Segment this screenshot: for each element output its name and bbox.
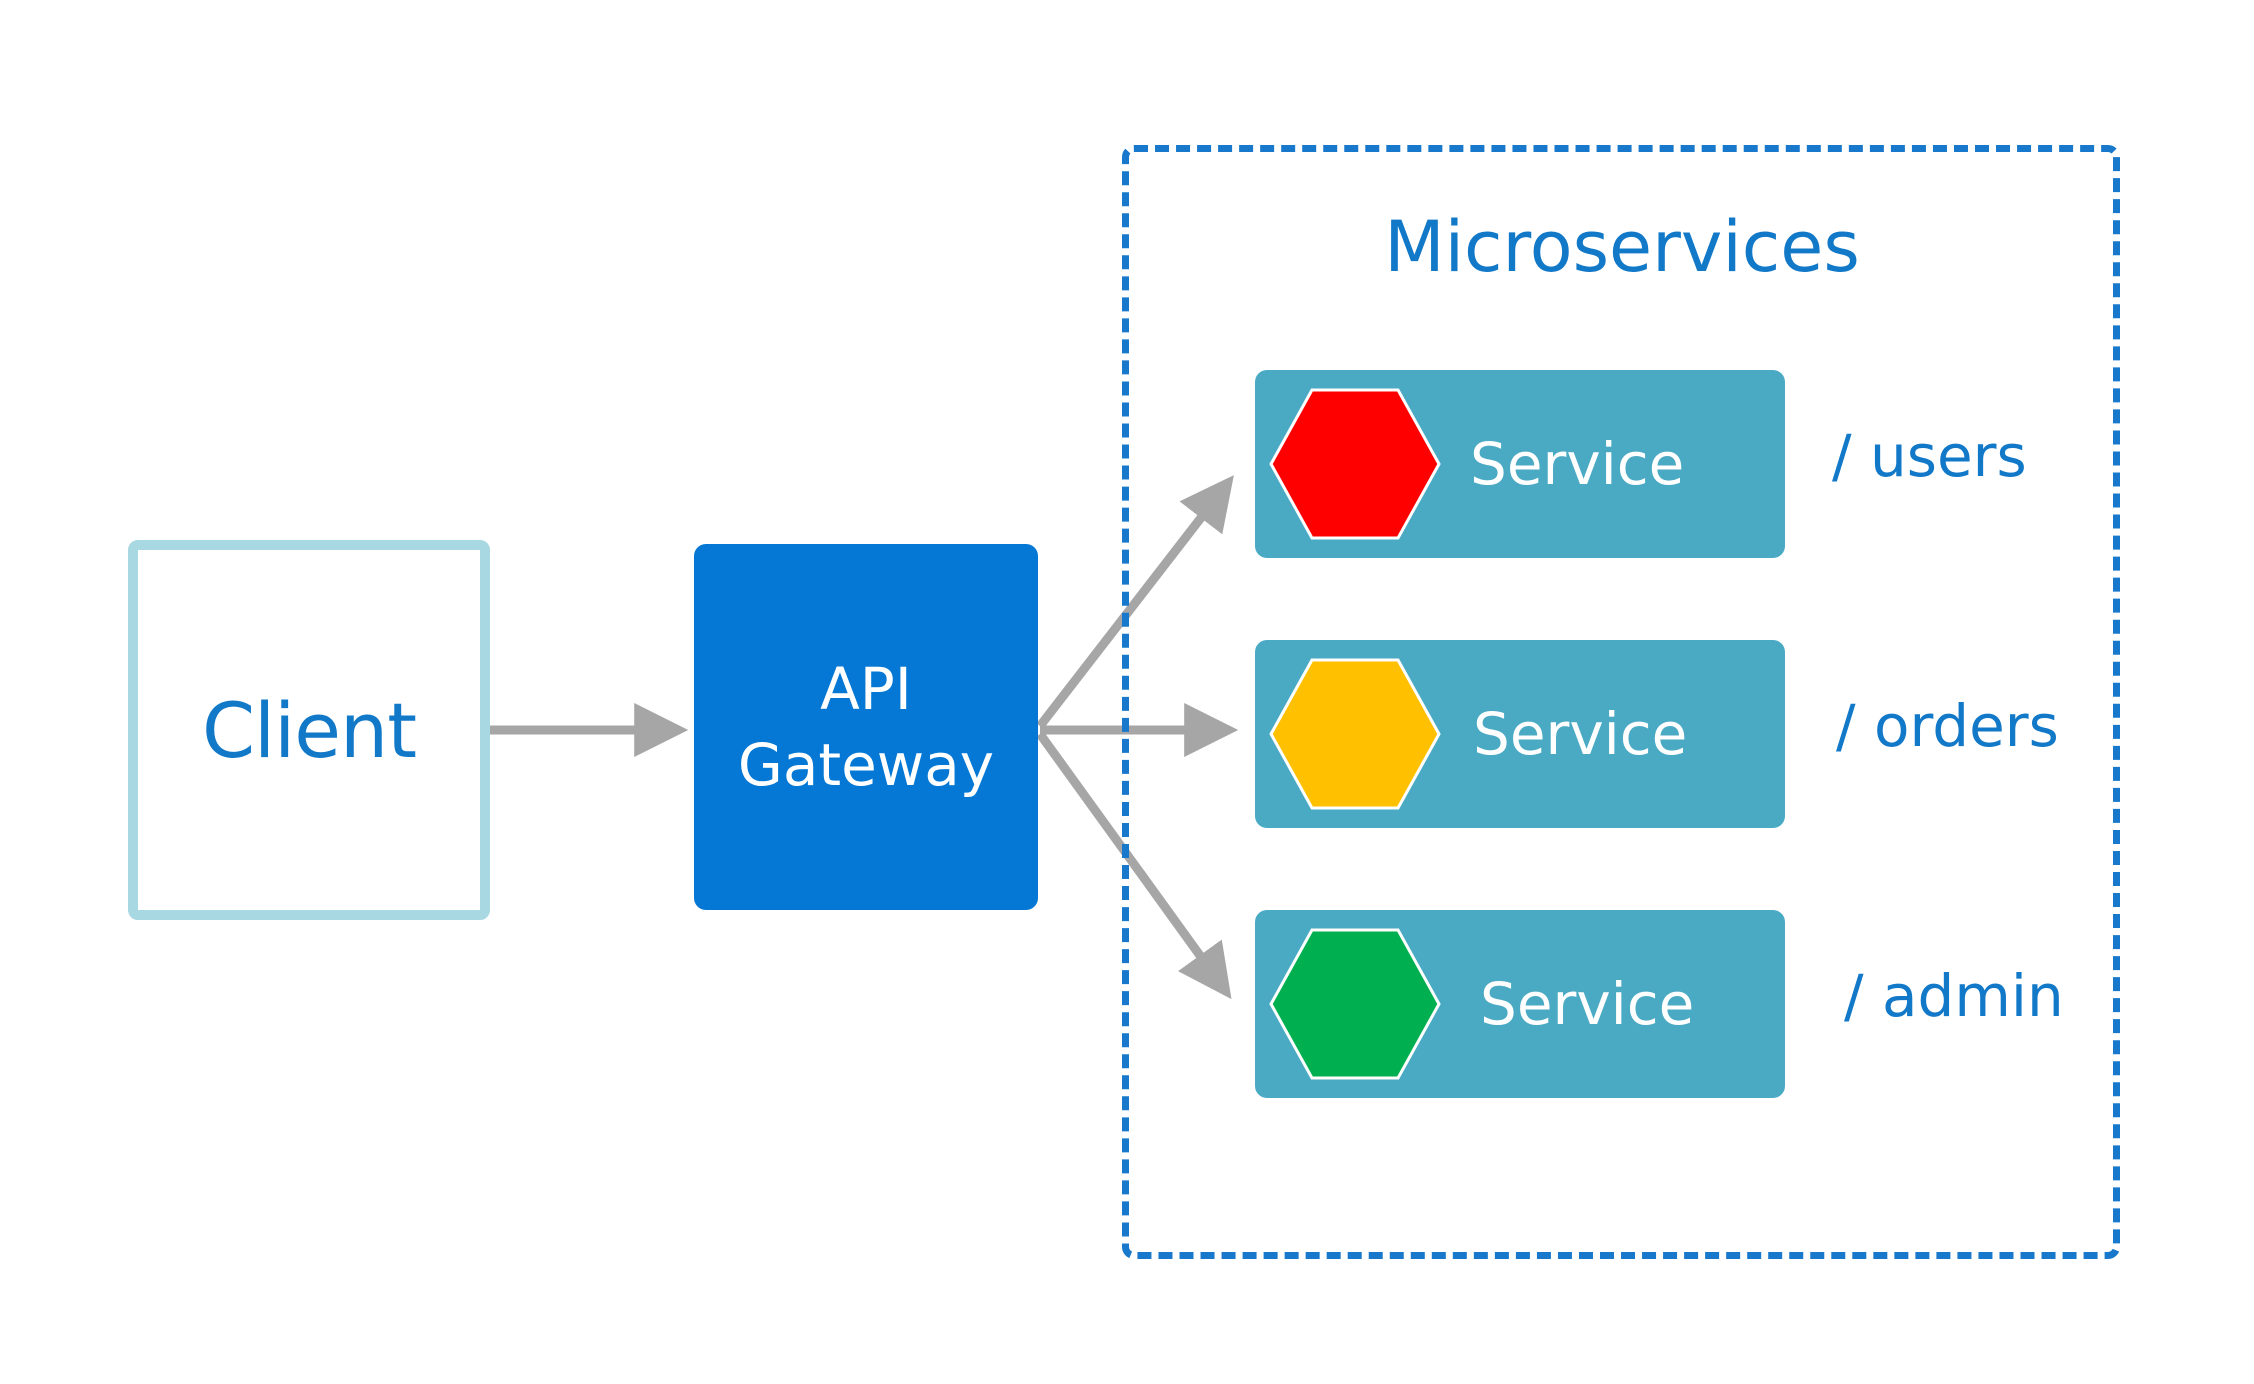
route-label-users: / users <box>1832 422 2027 490</box>
hexagon-icon <box>1269 928 1441 1080</box>
microservices-title: Microservices <box>1384 206 1860 288</box>
service-card-admin: Service <box>1255 910 1785 1098</box>
service-label: Service <box>1470 430 1685 498</box>
hexagon-icon <box>1269 658 1441 810</box>
client-label: Client <box>201 685 417 775</box>
route-label-orders: / orders <box>1836 692 2059 760</box>
microservices-boundary <box>1122 145 2120 1259</box>
service-card-orders: Service <box>1255 640 1785 828</box>
gateway-label-line1: API <box>820 655 912 723</box>
service-label: Service <box>1473 700 1688 768</box>
hexagon-icon <box>1269 388 1441 540</box>
client-box: Client <box>128 540 490 920</box>
api-gateway-box: API Gateway <box>694 544 1038 910</box>
gateway-label-line2: Gateway <box>737 731 995 799</box>
arrow-gateway-to-admin <box>1036 731 1232 1000</box>
route-label-admin: / admin <box>1844 962 2064 1030</box>
service-card-users: Service <box>1255 370 1785 558</box>
arrow-gateway-to-users <box>1036 475 1234 729</box>
service-label: Service <box>1480 970 1695 1038</box>
